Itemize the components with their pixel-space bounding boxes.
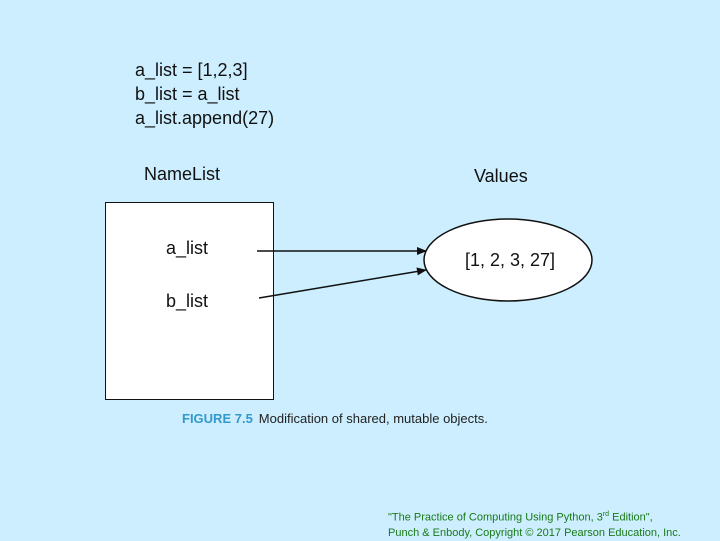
code-line-2: b_list = a_list [135,84,240,104]
var-a-list: a_list [166,238,209,258]
arrow-b-list [258,267,427,299]
credit-line-1: "The Practice of Computing Using Python,… [388,507,681,526]
code-block: a_list = [1,2,3] b_list = a_list a_list.… [135,58,274,130]
code-line-1: a_list = [1,2,3] [135,60,248,80]
copyright-credit: "The Practice of Computing Using Python,… [388,507,681,541]
figure-label: FIGURE 7.5 [182,411,253,426]
var-b-list: b_list [166,291,209,311]
credit-title: "The Practice of Computing Using Python,… [388,511,603,524]
values-heading: Values [474,166,528,186]
code-line-3: a_list.append(27) [135,108,275,128]
namelist-box [105,202,274,400]
caption-text: Modification of shared, mutable objects. [258,411,488,426]
credit-line-2: Punch & Enbody, Copyright © 2017 Pearson… [388,526,681,539]
list-value: [1, 2, 3, 27] [464,250,556,270]
figure-caption: FIGURE 7.5 Modification of shared, mutabl… [182,411,488,426]
namelist-heading: NameList [144,164,221,184]
credit-edition: Edition", [609,511,653,524]
credit-superscript: rd [602,511,610,518]
